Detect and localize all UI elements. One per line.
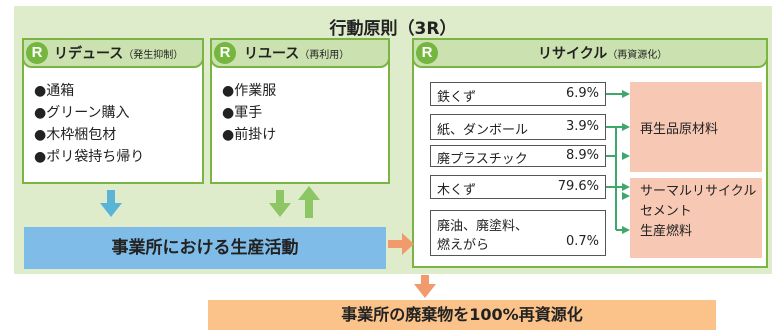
output-thermal: サーマルリサイクル セメント 生産燃料 <box>630 178 762 258</box>
reuse-column: R リユース（再利用） ●作業服 ●軍手 ●前掛け <box>210 38 390 184</box>
reuse-item: ●軍手 <box>222 105 263 121</box>
material-percent: 0.7% <box>565 234 599 249</box>
reuse-title: リユース（再利用） <box>244 46 350 62</box>
recycle-row-oil: 廃油、廃塗料、 燃えがら 0.7% <box>430 210 606 256</box>
reduce-item: ●木枠梱包材 <box>34 127 117 143</box>
arrow-up-icon <box>298 186 320 218</box>
reuse-item: ●作業服 <box>222 83 277 99</box>
reuse-r-badge: R <box>214 42 236 64</box>
connector-arrowheads <box>622 90 630 234</box>
material-name: 鉄くず <box>437 90 477 105</box>
reduce-item: ●グリーン購入 <box>34 105 130 121</box>
panel-title: 行動原則（3R） <box>329 19 457 39</box>
material-name: 燃えがら <box>437 238 490 253</box>
reuse-header: R リユース（再利用） <box>210 38 390 68</box>
output-label: 再生品原材料 <box>640 122 719 137</box>
reduce-title: リデュース（発生抑制） <box>54 46 184 62</box>
recycle-row-paper: 紙、ダンボール 3.9% <box>430 114 606 140</box>
production-activity-box: 事業所における生産活動 <box>24 227 386 269</box>
recycle-title: リサイクル（再資源化） <box>538 46 668 62</box>
connector-arrows <box>606 93 622 231</box>
recycle-r-badge: R <box>416 42 438 64</box>
recycle-header: R リサイクル（再資源化） <box>412 38 768 68</box>
recycle-row-iron: 鉄くず 6.9% <box>430 82 606 106</box>
reduce-item: ●通箱 <box>34 83 75 99</box>
reduce-header: R リデュース（発生抑制） <box>22 38 204 68</box>
output-recycled-materials: 再生品原材料 <box>630 82 762 172</box>
output-label: サーマルリサイクル <box>640 184 757 199</box>
arrow-right-icon <box>388 233 414 255</box>
arrow-down-icon <box>414 275 436 298</box>
arrow-down-icon <box>269 190 291 217</box>
reuse-item: ●前掛け <box>222 127 277 143</box>
recycle-row-plastic: 廃プラスチック 8.9% <box>430 145 606 167</box>
material-name: 紙、ダンボール <box>437 123 529 138</box>
output-label: セメント <box>640 204 692 219</box>
arrow-down-icon <box>100 190 122 217</box>
reuse-list: ●作業服 ●軍手 ●前掛け <box>222 80 276 146</box>
reduce-column: R リデュース（発生抑制） ●通箱 ●グリーン購入 ●木枠梱包材 ●ポリ袋持ち帰… <box>22 38 204 184</box>
material-name: 木くず <box>437 183 477 198</box>
material-percent: 8.9% <box>565 148 599 163</box>
output-label: 生産燃料 <box>640 224 693 239</box>
reduce-item: ●ポリ袋持ち帰り <box>34 149 145 165</box>
material-percent: 79.6% <box>557 179 599 194</box>
reduce-r-badge: R <box>26 42 48 64</box>
material-percent: 3.9% <box>565 119 599 134</box>
reduce-list: ●通箱 ●グリーン購入 ●木枠梱包材 ●ポリ袋持ち帰り <box>34 80 144 168</box>
recycle-row-wood: 木くず 79.6% <box>430 175 606 199</box>
material-name: 廃プラスチック <box>437 152 528 167</box>
result-box: 事業所の廃棄物を100%再資源化 <box>208 300 716 330</box>
material-name: 廃油、廃塗料、 <box>437 219 529 234</box>
material-percent: 6.9% <box>565 86 599 101</box>
